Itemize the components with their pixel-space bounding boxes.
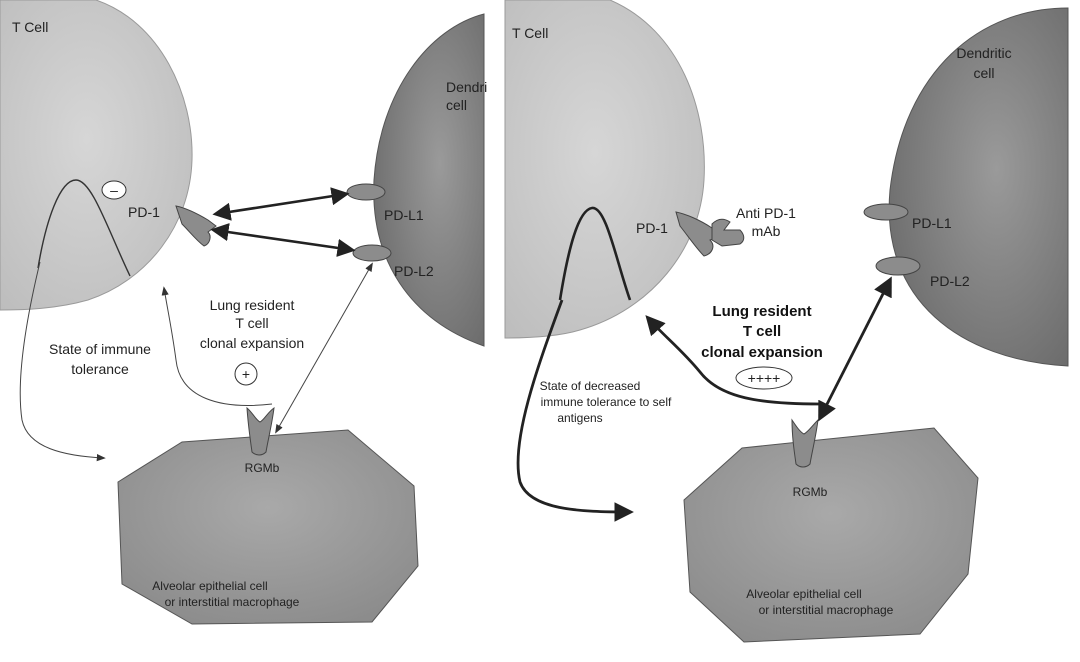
pd1-label: PD-1 (636, 220, 668, 236)
antibody-label-line1: Anti PD-1 (736, 205, 796, 221)
epithelial-label-line2: or interstitial macrophage (165, 595, 300, 609)
tolerance-label-line3: antigens (557, 411, 602, 425)
epithelial-label-line1: Alveolar epithelial cell (746, 587, 861, 601)
expansion-label-line1: Lung resident (210, 297, 295, 313)
t-cell-label: T Cell (512, 25, 548, 41)
expansion-label-line1: Lung resident (712, 303, 811, 320)
pdl1-label: PD-L1 (384, 207, 424, 223)
expansion-label-line2: T cell (235, 315, 268, 331)
pd1-label: PD-1 (128, 204, 160, 220)
t-cell (504, 0, 705, 339)
pd1-pdl2-arrow (210, 223, 356, 257)
left-panel: T Cell Dendri cell – PD-1 PD-L1 PD-L2 Lu… (0, 0, 487, 625)
epithelial-label-line1: Alveolar epithelial cell (152, 579, 267, 593)
inhibition-signal-curve (37, 179, 131, 277)
pdl1-ligand (346, 183, 386, 201)
tolerance-arrow (19, 261, 106, 462)
tolerance-label-line2: immune tolerance to self (541, 395, 672, 409)
rgmb-receptor (791, 418, 819, 468)
dendritic-cell-label-line2: cell (446, 97, 467, 113)
anti-pd1-antibody (711, 218, 745, 247)
pd1-receptor (675, 211, 721, 257)
right-panel: T Cell Dendritic cell PD-1 Anti PD-1 mAb… (504, 0, 1069, 643)
expansion-label-line3: clonal expansion (200, 335, 304, 351)
rgmb-label: RGMb (245, 461, 280, 475)
dendritic-cell-label-line1: Dendritic (956, 45, 1011, 61)
expansion-loop-arrow (645, 315, 821, 406)
pd1-pdl1-arrow (212, 187, 350, 221)
plus-indicator (234, 362, 258, 386)
pdl2-label: PD-L2 (394, 263, 434, 279)
pd1-receptor (175, 205, 217, 247)
expansion-loop-arrow (161, 286, 273, 406)
epithelial-cell (117, 429, 419, 625)
pdl2-ligand (875, 256, 921, 276)
tolerance-label-line2: tolerance (71, 361, 129, 377)
pdl2-rgmb-arrow (275, 262, 373, 434)
pdl2-ligand (352, 244, 392, 262)
plus-symbol: ++++ (748, 370, 781, 386)
pdl2-rgmb-arrow (818, 276, 892, 422)
expansion-label-line3: clonal expansion (701, 344, 823, 361)
plus-indicator (735, 366, 793, 390)
pdl2-label: PD-L2 (930, 273, 970, 289)
tolerance-arrow (516, 299, 634, 522)
dendritic-cell-label-line1: Dendri (446, 79, 487, 95)
dendritic-cell (373, 13, 485, 347)
epithelial-label-line2: or interstitial macrophage (759, 603, 894, 617)
expansion-label-line2: T cell (743, 323, 781, 340)
tolerance-label-line1: State of decreased (540, 379, 641, 393)
pdl1-label: PD-L1 (912, 215, 952, 231)
t-cell (0, 0, 193, 311)
plus-symbol: + (242, 366, 250, 382)
antibody-label-line2: mAb (752, 223, 781, 239)
signal-curve (558, 206, 632, 301)
rgmb-receptor (246, 406, 275, 456)
pdl1-ligand (863, 203, 909, 221)
t-cell-label: T Cell (12, 19, 48, 35)
dendritic-cell-label-line2: cell (973, 65, 994, 81)
minus-indicator (101, 180, 127, 200)
rgmb-label: RGMb (793, 485, 828, 499)
dendritic-cell (888, 7, 1069, 367)
tolerance-label-line1: State of immune (49, 341, 151, 357)
minus-symbol: – (110, 182, 118, 198)
